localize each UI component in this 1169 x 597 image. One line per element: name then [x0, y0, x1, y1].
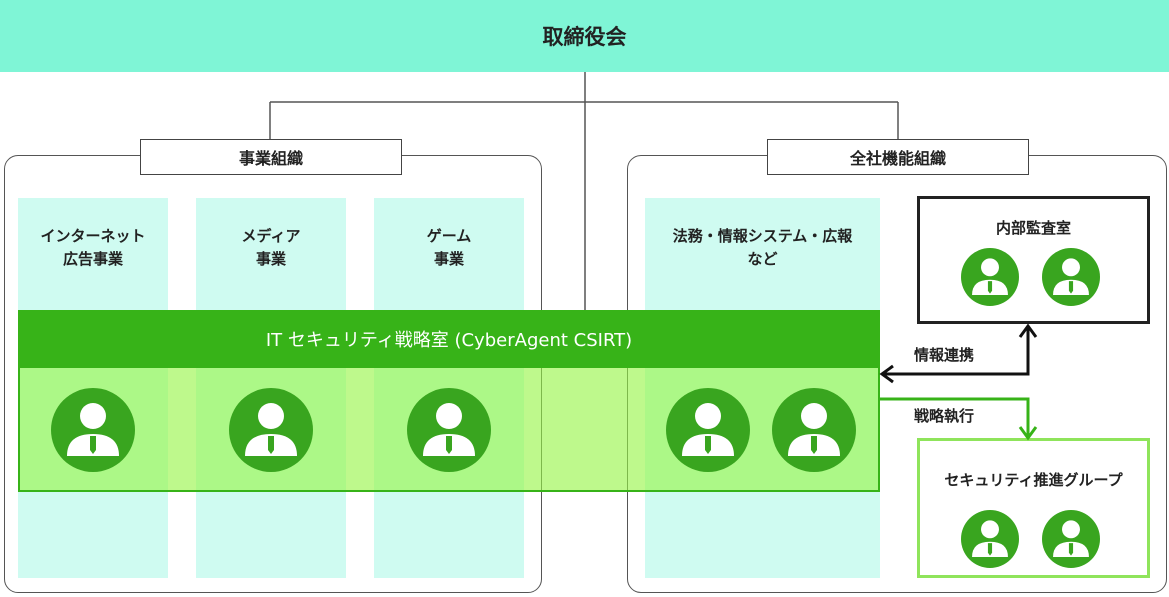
- person-avatar-icon: [961, 510, 1019, 568]
- board-label: 取締役会: [542, 25, 627, 49]
- board-of-directors: 取締役会: [0, 0, 1169, 72]
- person-avatar-icon: [229, 388, 313, 472]
- corporate-org-tag: 全社機能組織: [767, 139, 1029, 175]
- csirt-title: IT セキュリティ戦略室 (CyberAgent CSIRT): [265, 330, 633, 351]
- column-label-line2: 広告事業: [62, 250, 123, 268]
- internal-audit-title: 内部監査室: [995, 219, 1071, 237]
- column-label-line2: 事業: [255, 250, 286, 268]
- person-avatar-icon: [1042, 510, 1100, 568]
- column-label: ゲーム 事業: [374, 225, 524, 271]
- column-label: インターネット 広告事業: [18, 225, 168, 271]
- arrow-head-left: [879, 364, 894, 384]
- column-label-line1: ゲーム: [426, 227, 472, 245]
- corporate-org-tag-label: 全社機能組織: [849, 149, 946, 168]
- person-avatar-icon: [772, 388, 856, 472]
- column-label-line2: など: [747, 250, 778, 268]
- person-avatar-icon: [51, 388, 135, 472]
- arrow-head-up: [1018, 323, 1038, 338]
- business-org-tag: 事業組織: [140, 139, 402, 175]
- csirt-header: IT セキュリティ戦略室 (CyberAgent CSIRT): [18, 310, 880, 368]
- person-avatar-icon: [407, 388, 491, 472]
- person-avatar-icon: [1042, 248, 1100, 306]
- security-promotion-title: セキュリティ推進グループ: [944, 471, 1123, 489]
- person-avatar-icon: [666, 388, 750, 472]
- column-label-line1: メディア: [241, 227, 301, 245]
- security-promotion-group-box: セキュリティ推進グループ: [917, 438, 1150, 578]
- internal-audit-box: 内部監査室: [917, 196, 1150, 324]
- edge-label-info-sharing: 情報連携: [914, 346, 975, 364]
- column-label: メディア 事業: [196, 225, 346, 271]
- person-avatar-icon: [961, 248, 1019, 306]
- column-label-line1: 法務・情報システム・広報: [672, 227, 853, 245]
- arrow-head-down: [1018, 426, 1038, 441]
- column-label: 法務・情報システム・広報 など: [645, 225, 880, 271]
- business-org-tag-label: 事業組織: [238, 149, 303, 168]
- edge-label-strategy-execution: 戦略執行: [914, 407, 975, 425]
- column-label-line2: 事業: [433, 250, 464, 268]
- column-label-line1: インターネット: [40, 227, 146, 245]
